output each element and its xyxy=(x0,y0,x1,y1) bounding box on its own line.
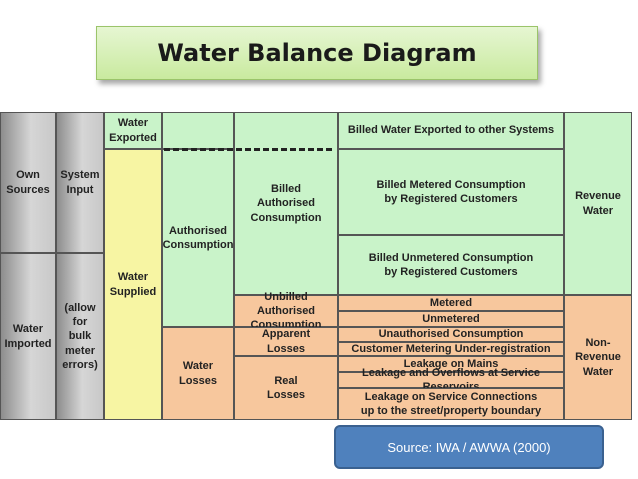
billed-authorised-cell: Billed Authorised Consumption xyxy=(234,112,338,295)
water-imported-cell: Water Imported xyxy=(0,253,56,420)
leakage-mains-cell: Leakage on Mains xyxy=(338,356,564,372)
authorised-consumption-cell: Authorised Consumption xyxy=(162,149,234,327)
unbilled-authorised-cell: Unbilled Authorised Consumption xyxy=(234,291,338,331)
water-supplied-cell: Water Supplied xyxy=(104,149,162,420)
metered-cell: Metered xyxy=(338,295,564,311)
unauthorised-consumption-cell: Unauthorised Consumption xyxy=(338,327,564,342)
source-badge: Source: IWA / AWWA (2000) xyxy=(334,425,604,469)
water-losses-cell: Water Losses xyxy=(162,327,234,420)
system-input-cell: System Input xyxy=(56,112,104,253)
metering-under-registration-cell: Customer Metering Under-registration xyxy=(338,342,564,356)
exported-spacer-cell xyxy=(162,112,234,149)
real-losses-cell: Real Losses xyxy=(234,356,338,420)
export-boundary-dashed-line xyxy=(164,148,332,151)
unmetered-cell: Unmetered xyxy=(338,311,564,327)
revenue-water-cell: Revenue Water xyxy=(564,112,632,295)
leakage-connections-cell: Leakage on Service Connections up to the… xyxy=(338,388,564,420)
own-sources-cell: Own Sources xyxy=(0,112,56,253)
page-title: Water Balance Diagram xyxy=(96,26,538,80)
water-balance-table: Own Sources Water Imported System Input … xyxy=(0,112,632,420)
billed-metered-cell: Billed Metered Consumption by Registered… xyxy=(338,149,564,235)
leakage-reservoirs-cell: Leakage and Overflows at Service Reservo… xyxy=(338,367,564,393)
apparent-losses-cell: Apparent Losses xyxy=(234,327,338,356)
system-input-note-cell: (allow for bulk meter errors) xyxy=(56,253,104,420)
billed-unmetered-cell: Billed Unmetered Consumption by Register… xyxy=(338,235,564,295)
billed-exported-cell: Billed Water Exported to other Systems xyxy=(338,112,564,149)
non-revenue-water-cell: Non- Revenue Water xyxy=(564,295,632,420)
water-exported-cell: Water Exported xyxy=(104,112,162,149)
